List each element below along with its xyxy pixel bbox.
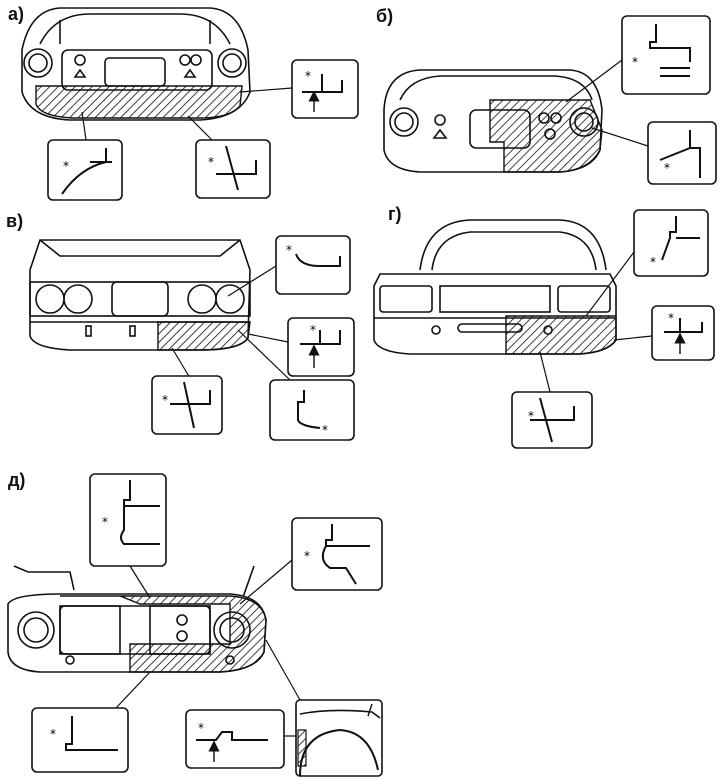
weld-mark: *: [322, 423, 328, 437]
panel-b-callout-bottom: *: [591, 121, 717, 185]
panel-d-callout-bottom-right: *: [185, 639, 301, 769]
panel-label-v: в): [6, 211, 24, 231]
panel-v-callout-bottom-left: *: [151, 347, 223, 435]
panel-g-callout-top: *: [585, 209, 709, 317]
weld-mark: *: [310, 323, 316, 337]
weld-mark: *: [63, 159, 69, 173]
panel-d-callout-bottom-left: *: [31, 671, 151, 773]
weld-mark: *: [528, 409, 534, 423]
weld-mark: *: [650, 255, 656, 269]
panel-v-callout-top: *: [227, 235, 351, 297]
panel-v-callout-right: *: [247, 317, 355, 377]
panel-a-callout-bottom: *: [187, 115, 271, 199]
weld-mark: *: [304, 549, 310, 563]
panel-d-callout-top-right: *: [239, 517, 383, 605]
panel-a-repair-zone: [35, 85, 243, 119]
weld-mark: *: [162, 393, 168, 407]
panel-label-a: а): [8, 4, 25, 24]
panel-b-callout-top: *: [565, 15, 711, 103]
weld-mark: *: [286, 243, 292, 257]
panel-label-b: б): [376, 6, 394, 26]
weld-mark: *: [664, 161, 670, 175]
weld-mark: *: [50, 727, 56, 741]
panel-g-callout-bottom: *: [511, 351, 593, 449]
weld-mark: *: [632, 55, 638, 69]
weld-mark: *: [208, 155, 214, 169]
panel-label-g: г): [388, 204, 402, 224]
weld-mark: *: [102, 515, 108, 529]
weld-mark: *: [305, 69, 311, 83]
panel-v-callout-bottom-right: *: [237, 329, 355, 441]
panel-a-callout-left: *: [47, 111, 123, 201]
panel-d-callout-top-left: *: [89, 473, 167, 599]
panel-d-repair-zone: [60, 595, 267, 673]
panel-g-repair-zone: [505, 315, 617, 355]
panel-b-repair-zone: [489, 99, 603, 173]
weld-mark: *: [668, 311, 674, 325]
panel-g-callout-right: *: [613, 305, 715, 361]
weld-mark: *: [198, 721, 204, 735]
panel-a-callout-right: *: [239, 59, 359, 119]
panel-v-repair-zone: [157, 321, 251, 351]
panel-d-fender-detail: [295, 699, 383, 777]
panel-label-d: д): [8, 470, 26, 490]
